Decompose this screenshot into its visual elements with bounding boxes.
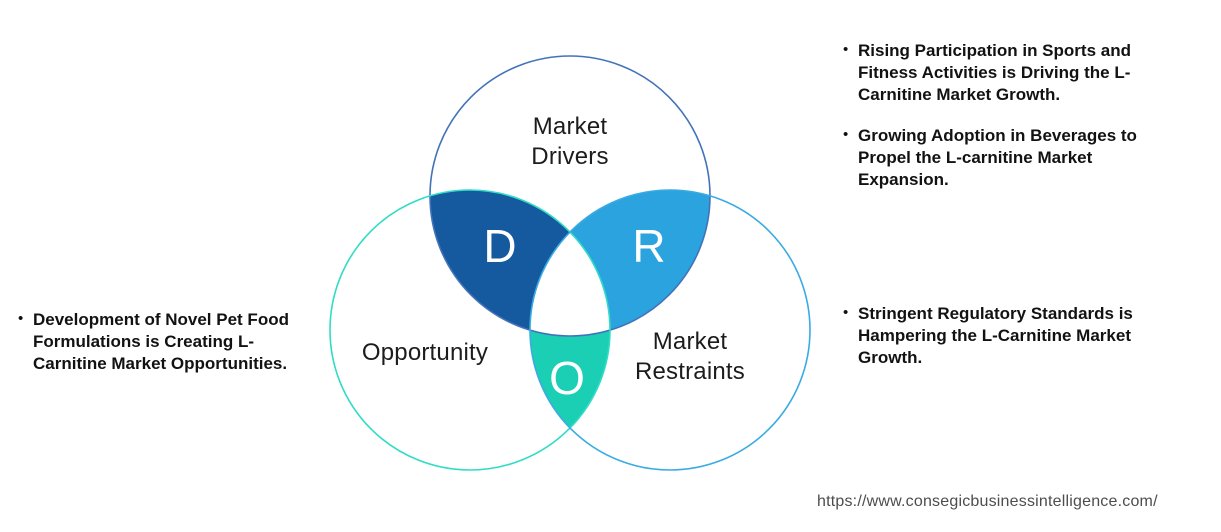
list-item: • Rising Participation in Sports and Fit… [843,40,1178,106]
opportunity-lens-letter: O [549,352,585,404]
restraints-circle-outline [529,189,811,471]
restraints-lens-letter: R [632,220,666,272]
drivers-lens-letter: D [483,220,517,272]
bullet-icon: • [843,126,849,143]
restraints-insights-list: • Stringent Regulatory Standards is Hamp… [843,303,1178,369]
drivers-insights-list: • Rising Participation in Sports and Fit… [843,40,1178,191]
driver-insight-text: Rising Participation in Sports and Fitne… [858,41,1131,104]
source-url: https://www.consegicbusinessintelligence… [817,493,1158,510]
list-item: • Stringent Regulatory Standards is Hamp… [843,303,1178,369]
bullet-icon: • [18,310,24,327]
driver-insight-text: Growing Adoption in Beverages to Propel … [858,126,1137,189]
restraint-insight-text: Stringent Regulatory Standards is Hamper… [858,304,1133,367]
opportunity-label: Opportunity [361,339,489,366]
bullet-icon: • [843,304,849,321]
opportunity-circle-outline [329,189,611,471]
market-drivers-label: Market Drivers [531,113,609,170]
bullet-icon: • [843,41,849,58]
list-item: • Growing Adoption in Beverages to Prope… [843,125,1178,191]
opportunity-insight-text: Development of Novel Pet Food Formulatio… [33,310,289,373]
opportunity-insights-list: • Development of Novel Pet Food Formulat… [18,309,340,375]
list-item: • Development of Novel Pet Food Formulat… [18,309,340,375]
market-restraints-label: Market Restraints [634,328,746,385]
